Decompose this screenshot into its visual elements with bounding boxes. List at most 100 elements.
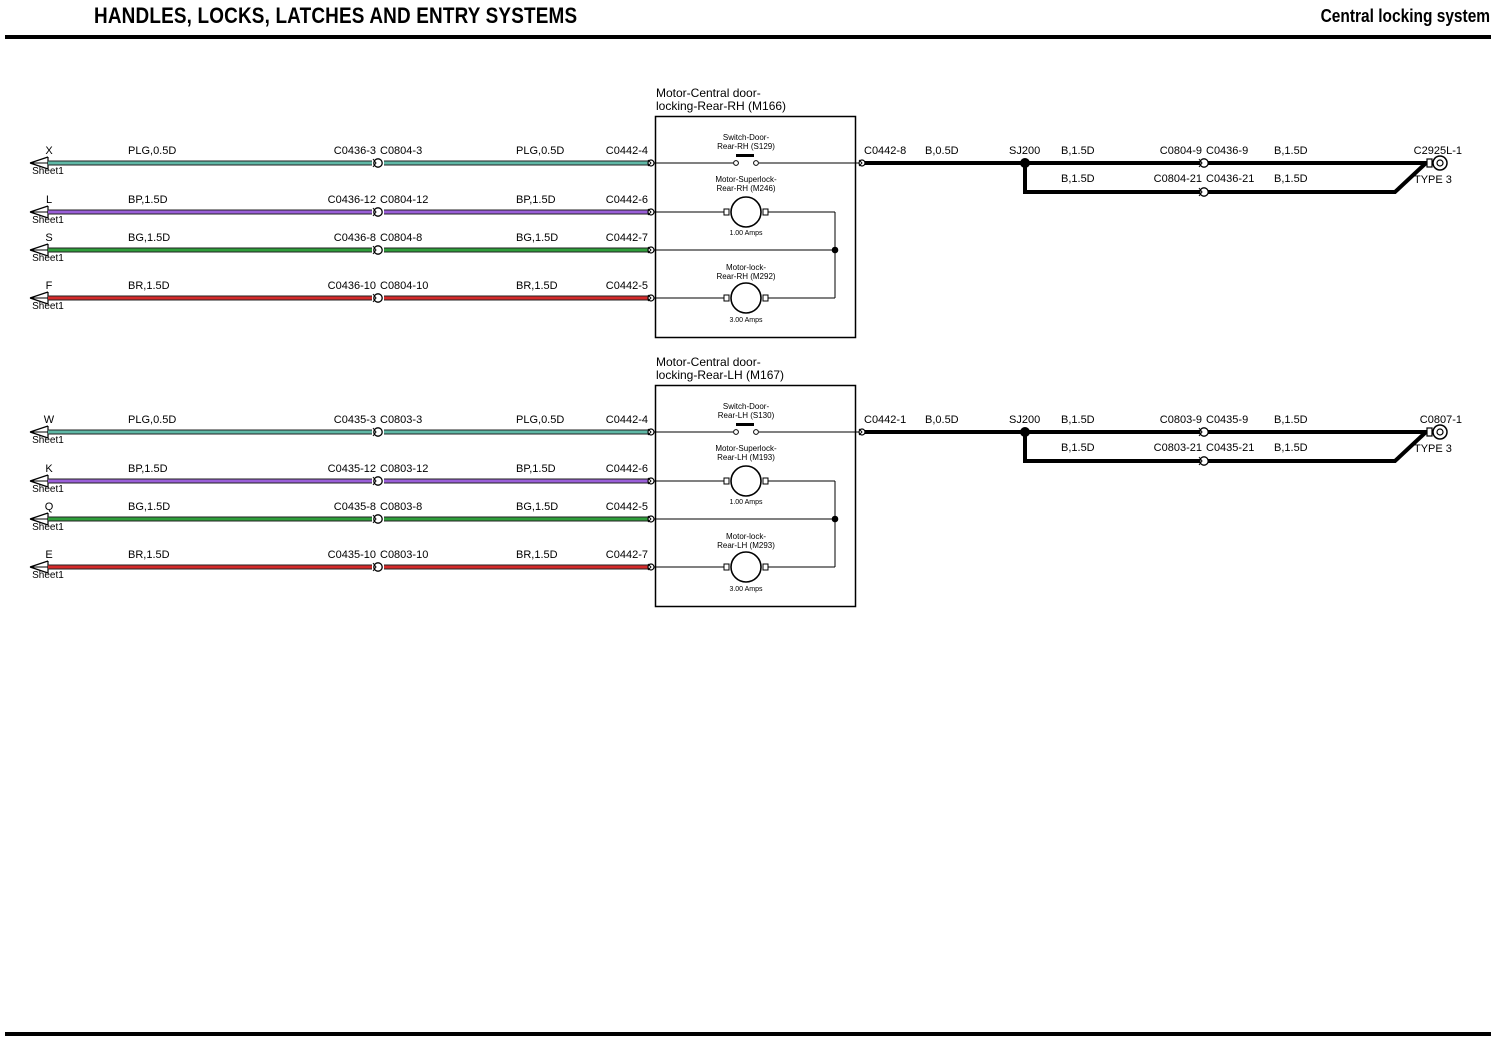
component-box <box>654 384 857 608</box>
output-wire-spec: B,0.5D <box>925 145 959 157</box>
motor-icon <box>723 196 769 228</box>
connector-chevron <box>372 293 377 303</box>
pin-label: C0442-7 <box>606 232 648 244</box>
component-internals: Switch-Door-Rear-LH (S130)Motor-Superloc… <box>654 402 860 593</box>
wire-letter: L <box>46 194 52 206</box>
connector-ring <box>1199 456 1209 466</box>
ground-eyelet-icon <box>1426 155 1448 171</box>
splice-label: SJ200 <box>1009 414 1040 426</box>
upper-connector-a: C0804-9 <box>1160 145 1202 157</box>
motor-body <box>730 196 762 228</box>
switch-actuator-icon <box>736 154 754 157</box>
connector-chevron <box>372 562 377 572</box>
upper-wire-spec-a: B,1.5D <box>1061 414 1095 426</box>
wire-letter: W <box>44 414 55 426</box>
connector-chevron <box>372 476 377 486</box>
inline-connector-icon <box>372 562 383 572</box>
switch-label-line1: Switch-Door- <box>723 402 770 411</box>
pin-connector-icon <box>647 428 655 436</box>
sheet-label: Sheet1 <box>32 484 64 495</box>
wire-spec-left: PLG,0.5D <box>128 414 176 426</box>
pin-connector-icon <box>647 208 655 216</box>
pin-chevron <box>647 563 652 571</box>
pin-chevron <box>647 246 652 254</box>
pin-label: C0442-6 <box>606 194 648 206</box>
ground-connector-lower-icon <box>1198 456 1209 466</box>
upper-wire-spec-a: B,1.5D <box>1061 145 1095 157</box>
sheet-label: Sheet1 <box>32 522 64 533</box>
switch-label-line2: Rear-LH (S130) <box>718 411 775 420</box>
connector-ring <box>373 158 383 168</box>
pin-connector-icon <box>647 159 655 167</box>
connector-ring <box>1199 427 1209 437</box>
connector-label-a: C0436-3 <box>334 145 376 157</box>
connector-ring <box>373 207 383 217</box>
connector-label-b: C0804-12 <box>380 194 428 206</box>
component-internals: Switch-Door-Rear-RH (S129)Motor-Superloc… <box>654 133 860 324</box>
output-pin-label: C0442-8 <box>864 145 906 157</box>
eyelet-hole <box>1436 428 1444 436</box>
pin-label: C0442-5 <box>606 280 648 292</box>
motor1-label-line1: Motor-Superlock- <box>715 175 777 184</box>
inline-connector-icon <box>372 245 383 255</box>
connector-chevron <box>372 245 377 255</box>
circuit-block-lh: Motor-Central door-locking-Rear-LH (M167… <box>29 355 1462 608</box>
sheet-label: Sheet1 <box>32 570 64 581</box>
ground-wire-lower <box>1023 430 1428 463</box>
upper-wire-spec-b: B,1.5D <box>1274 145 1308 157</box>
pin-connector-icon <box>647 294 655 302</box>
wire-letter: S <box>45 232 52 244</box>
motor2-label-line2: Rear-LH (M293) <box>717 541 775 550</box>
ground-eyelet-icon <box>1426 424 1448 440</box>
circuit-block-rh: Motor-Central door-locking-Rear-RH (M166… <box>29 86 1462 339</box>
motor-terminal-left <box>723 563 730 571</box>
splice-label: SJ200 <box>1009 145 1040 157</box>
sheet-reference-arrow-icon <box>29 205 49 219</box>
connector-chevron <box>1198 158 1203 168</box>
connector-label-a: C0436-12 <box>328 194 376 206</box>
connector-ring <box>1199 187 1209 197</box>
wire-spec-right: BR,1.5D <box>516 549 558 561</box>
sheet-reference-arrow-icon <box>29 512 49 526</box>
switch-contact-left <box>733 160 739 166</box>
connector-label-a: C0435-10 <box>328 549 376 561</box>
bottom-divider <box>5 1032 1491 1036</box>
motor2-amps: 3.00 Amps <box>729 317 763 324</box>
sheet-label: Sheet1 <box>32 253 64 264</box>
connector-label-b: C0803-10 <box>380 549 428 561</box>
motor-terminal-right <box>762 477 769 485</box>
wire-spec-right: PLG,0.5D <box>516 414 564 426</box>
connector-ring <box>373 293 383 303</box>
pin-label: C0442-4 <box>606 145 648 157</box>
motor1-label-line2: Rear-RH (M246) <box>716 184 775 193</box>
pin-chevron <box>647 294 652 302</box>
connector-label-b: C0803-3 <box>380 414 422 426</box>
lower-wire-spec-b: B,1.5D <box>1274 442 1308 454</box>
inline-connector-icon <box>372 514 383 524</box>
lower-connector-b: C0435-21 <box>1206 442 1254 454</box>
connector-chevron <box>372 207 377 217</box>
switch-contact-left <box>733 429 739 435</box>
eyelet-hole <box>1436 159 1444 167</box>
pin-label: C0442-4 <box>606 414 648 426</box>
connector-chevron <box>1198 427 1203 437</box>
pin-connector-icon <box>647 246 655 254</box>
switch-contact-right <box>753 160 759 166</box>
pin-chevron <box>647 159 652 167</box>
sheet-reference-arrow-icon <box>29 243 49 257</box>
motor-terminal-right <box>762 294 769 302</box>
upper-connector-b: C0435-9 <box>1206 414 1248 426</box>
output-wire-spec: B,0.5D <box>925 414 959 426</box>
wire-spec-right: PLG,0.5D <box>516 145 564 157</box>
connector-ring <box>373 476 383 486</box>
inline-connector-icon <box>372 207 383 217</box>
output-pin-label: C0442-1 <box>864 414 906 426</box>
wire-letter: F <box>46 280 53 292</box>
motor2-label-line1: Motor-lock- <box>726 263 766 272</box>
inline-connector-icon <box>372 427 383 437</box>
pin-chevron <box>647 208 652 216</box>
wire-spec-left: BG,1.5D <box>128 501 170 513</box>
lower-connector-a: C0804-21 <box>1154 173 1202 185</box>
page-title: HANDLES, LOCKS, LATCHES AND ENTRY SYSTEM… <box>94 3 578 28</box>
